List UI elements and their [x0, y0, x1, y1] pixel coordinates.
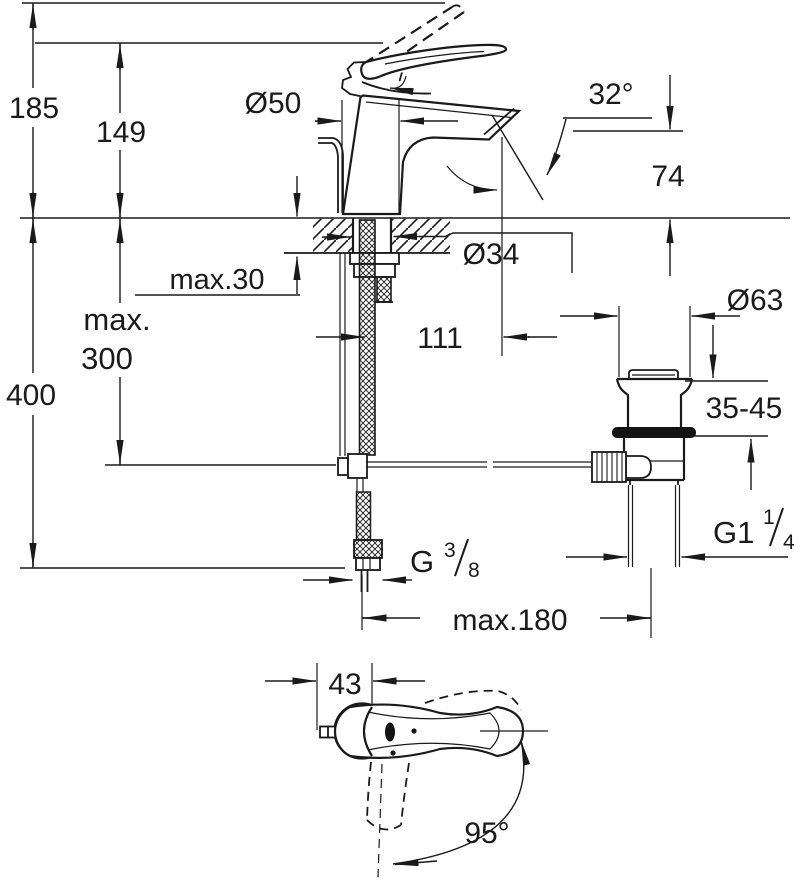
waste-adjust-knob — [591, 451, 627, 483]
g38-denominator: 8 — [468, 559, 480, 582]
dimension-lines — [20, 2, 788, 630]
lever-plan-outline — [333, 703, 525, 759]
dim-label-max30: max.30 — [169, 264, 264, 296]
lever-base-crescent — [362, 706, 373, 757]
rod-clamp — [347, 453, 368, 479]
drain-pipe — [627, 480, 681, 567]
spout-plan-dashed — [366, 761, 410, 878]
g114-numerator: 1 — [763, 506, 775, 529]
dim-label-149: 149 — [96, 116, 146, 149]
dim-label-400: 400 — [6, 379, 56, 412]
lever-handle — [360, 43, 508, 80]
dim-label-35-45: 35-45 — [706, 392, 783, 425]
dim-label-74: 74 — [651, 160, 684, 193]
flow-direction-arrow — [446, 165, 498, 194]
dim-label-dia34: Ø34 — [463, 238, 520, 271]
dim-label-185: 185 — [9, 92, 59, 125]
countertop-hatch-left — [313, 218, 352, 253]
g38-main: G — [410, 544, 434, 579]
dim-label-300: 300 — [81, 341, 133, 376]
spout-angle-construction — [491, 114, 652, 201]
waste-seal-ring — [612, 427, 696, 438]
dim-label-max-word: max. — [83, 302, 150, 337]
lever-inner-line — [384, 50, 485, 65]
countertop-hatch-right — [392, 218, 450, 253]
mounting-assembly — [337, 218, 592, 592]
popup-horizontal-rod — [367, 461, 592, 468]
popup-waste-valve — [591, 369, 696, 638]
rod-to-valve-connector — [625, 455, 652, 479]
dim-label-max180: max.180 — [452, 604, 567, 637]
dim-label-g-three-eighths: G 3 8 — [410, 538, 480, 582]
swivel-angle-arc — [392, 740, 531, 867]
lever-swivel-dashed — [424, 689, 522, 711]
hose-crimp-sleeve — [353, 539, 383, 559]
dim-label-32deg: 32° — [588, 78, 633, 111]
dim-label-95deg: 95° — [464, 817, 509, 850]
lever-front-lip — [341, 61, 367, 98]
supply-hose-lower — [355, 491, 372, 541]
knob-knurling — [596, 452, 623, 482]
supply-hose-2 — [376, 276, 392, 303]
dimension-labels: 185 149 Ø50 32° 74 max.30 Ø34 max. 300 4… — [6, 78, 795, 850]
handle-top-view — [265, 663, 548, 878]
dot-mark-2 — [390, 750, 396, 756]
faucet-body-outline — [341, 94, 522, 216]
dim-label-dia63: Ø63 — [727, 284, 784, 317]
faucet-side-view — [318, 4, 652, 216]
g38-numerator: 3 — [444, 539, 456, 562]
dim-label-g1-quarter: G1 1 4 — [713, 506, 795, 554]
dim-label-dia50: Ø50 — [245, 87, 302, 120]
g114-denominator: 4 — [783, 531, 795, 554]
dim-label-111: 111 — [417, 322, 463, 355]
g114-main: G1 — [713, 515, 754, 550]
hose-connector-nut — [355, 557, 381, 571]
rod-clamp-small — [337, 457, 349, 476]
aerator-face-inner-edge — [483, 107, 515, 136]
countertop-section — [20, 217, 790, 254]
spout-top-inner-edge — [365, 101, 512, 119]
handle-lift-arrow — [389, 75, 414, 96]
dim-label-43: 43 — [328, 668, 361, 701]
dot-mark-1 — [411, 728, 417, 734]
popup-pull-rod-top — [318, 137, 344, 213]
lever-slot-mark — [385, 722, 395, 742]
